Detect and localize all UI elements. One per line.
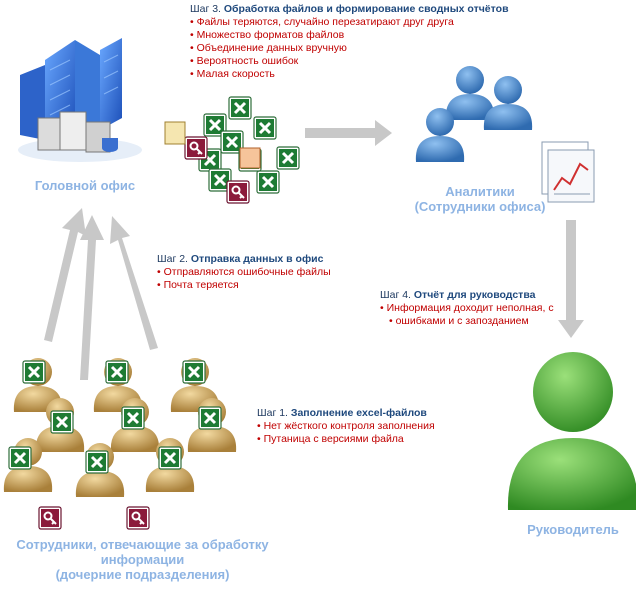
excel-file-icon [7, 445, 33, 471]
step3-bullet: Множество форматов файлов [190, 29, 509, 42]
analysts-label-line2: (Сотрудники офиса) [414, 199, 546, 214]
step4-title: Отчёт для руководства [413, 289, 536, 301]
arrow-analysts-to-manager [558, 220, 584, 338]
employees-label: Сотрудники, отвечающие за обработку инфо… [0, 537, 285, 582]
step3-bullet: Объединение данных вручную [190, 42, 509, 55]
step1-title: Заполнение excel-файлов [290, 407, 427, 419]
analysts-label-line1: Аналитики [445, 184, 515, 199]
step3-prefix: Шаг 3. [190, 3, 221, 15]
step1-bullets: Нет жёсткого контроля заполнения Путаниц… [257, 420, 435, 446]
step2-title: Отправка данных в офис [190, 253, 324, 265]
step2-heading: Шаг 2. Отправка данных в офис [157, 253, 331, 266]
step4-bullet: Информация доходит неполная, с [380, 302, 554, 315]
manager-label: Руководитель [527, 522, 619, 537]
generic-file-icon [164, 121, 186, 145]
step3-bullet: Малая скорость [190, 68, 509, 81]
access-file-icon [126, 506, 150, 530]
step2-prefix: Шаг 2. [157, 253, 188, 265]
step3-title: Обработка файлов и формирование сводных … [223, 3, 509, 15]
excel-file-icon [84, 449, 110, 475]
excel-file-icon [227, 95, 253, 121]
step1-heading: Шаг 1. Заполнение excel-файлов [257, 407, 435, 420]
excel-file-icon [255, 169, 281, 195]
person-icon [483, 76, 533, 130]
arrow-1 [44, 208, 86, 342]
step3-bullet: Файлы теряются, случайно перезатирают др… [190, 16, 509, 29]
step4-bullet-cont: ошибками и с запозданием [380, 315, 554, 328]
excel-file-icon [157, 445, 183, 471]
step3-bullet: Вероятность ошибок [190, 55, 509, 68]
step4-block: Шаг 4. Отчёт для руководства Информация … [380, 289, 554, 328]
step1-bullet: Нет жёсткого контроля заполнения [257, 420, 435, 433]
step4-heading: Шаг 4. Отчёт для руководства [380, 289, 554, 302]
excel-file-icon [21, 359, 47, 385]
arrow-3 [110, 216, 158, 350]
step2-bullet: Почта теряется [157, 279, 331, 292]
excel-file-icon [252, 115, 278, 141]
head-office-label: Головной офис [34, 178, 136, 193]
arrow-files-to-analysts [305, 120, 392, 146]
access-file-icon [226, 180, 250, 204]
excel-file-icon [181, 359, 207, 385]
access-file-icon [38, 506, 62, 530]
step1-prefix: Шаг 1. [257, 407, 288, 419]
excel-file-icon [120, 405, 146, 431]
powerpoint-file-icon [239, 147, 261, 169]
employees-label-line3: (дочерние подразделения) [55, 567, 230, 582]
excel-file-icon [275, 145, 301, 171]
server-icon [37, 111, 118, 153]
step2-bullet: Отправляются ошибочные файлы [157, 266, 331, 279]
step3-bullets: Файлы теряются, случайно перезатирают др… [190, 16, 509, 81]
chart-report-icon [541, 141, 595, 203]
step2-block: Шаг 2. Отправка данных в офис Отправляют… [157, 253, 331, 292]
step4-bullets: Информация доходит неполная, с ошибками … [380, 302, 554, 328]
arrows-to-head-office [44, 208, 158, 380]
step1-block: Шаг 1. Заполнение excel-файлов Нет жёстк… [257, 407, 435, 446]
office-building-icon [18, 38, 142, 162]
manager-person-icon [507, 352, 636, 510]
step3-heading: Шаг 3. Обработка файлов и формирование с… [190, 3, 509, 16]
arrow-2 [80, 215, 104, 380]
files-cluster [164, 95, 301, 204]
access-file-icon [184, 136, 208, 160]
step1-bullet: Путаница с версиями файла [257, 433, 435, 446]
analysts-label: Аналитики (Сотрудники офиса) [395, 184, 565, 214]
step3-block: Шаг 3. Обработка файлов и формирование с… [190, 3, 509, 81]
excel-file-icon [104, 359, 130, 385]
step4-prefix: Шаг 4. [380, 289, 411, 301]
employees-label-line2: информации [100, 552, 185, 567]
excel-file-icon [197, 405, 223, 431]
excel-file-icon [49, 409, 75, 435]
employees-label-line1: Сотрудники, отвечающие за обработку [16, 537, 269, 552]
step4-bullet-text: ошибками и с запозданием [395, 315, 529, 327]
step2-bullets: Отправляются ошибочные файлы Почта теряе… [157, 266, 331, 292]
